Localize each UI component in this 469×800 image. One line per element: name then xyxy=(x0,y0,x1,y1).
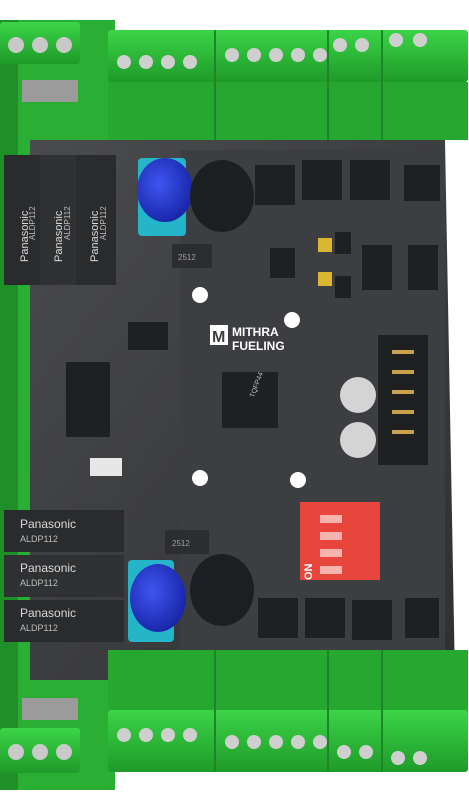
relay-brand-text: Panasonic xyxy=(20,517,76,531)
capacitor xyxy=(340,422,376,458)
relay-model-text: ALDP112 xyxy=(28,206,37,240)
relay-model-text: ALDP112 xyxy=(20,623,58,633)
top-relay-group: Panasonic ALDP112 Panasonic ALDP112 Pana… xyxy=(4,155,116,285)
relay-model-text: ALDP112 xyxy=(63,206,72,240)
logo-name-line1: MITHRA xyxy=(232,325,279,339)
bottom-varistor-assembly: 2512 xyxy=(128,530,254,642)
mithra-fueling-logo: M MITHRA FUELING xyxy=(210,325,285,353)
varistor-disc xyxy=(137,158,193,222)
relay-brand-text: Panasonic xyxy=(20,606,76,620)
relay-brand-text: Panasonic xyxy=(89,210,101,262)
top-varistor-assembly: 2512 xyxy=(137,158,254,268)
bottom-relay-group: Panasonic ALDP112 Panasonic ALDP112 Pana… xyxy=(4,510,124,642)
mounting-hole xyxy=(192,287,208,303)
inductor-label: 2512 xyxy=(178,253,196,262)
pin-header xyxy=(378,335,428,465)
dip-switch: ON xyxy=(300,502,380,580)
relay-model-text: ALDP112 xyxy=(99,206,108,240)
mounting-hole xyxy=(284,312,300,328)
capacitor xyxy=(340,377,376,413)
logo-name-line2: FUELING xyxy=(232,339,285,353)
logo-mark: M xyxy=(212,329,225,346)
inductor-label: 2512 xyxy=(172,539,190,548)
varistor-disc xyxy=(130,564,186,632)
relay-model-text: ALDP112 xyxy=(20,534,58,544)
lower-ic-row xyxy=(258,598,439,640)
upper-ic-row xyxy=(255,160,440,298)
bottom-terminal-block xyxy=(0,650,468,773)
relay-model-text: ALDP112 xyxy=(20,578,58,588)
relay-brand-text: Panasonic xyxy=(19,210,31,262)
mounting-hole xyxy=(192,470,208,486)
dip-switch-on-label: ON xyxy=(303,563,315,580)
relay-brand-text: Panasonic xyxy=(20,561,76,575)
mcu-chip: TQFP44 xyxy=(222,371,278,428)
left-components xyxy=(66,322,168,476)
relay-brand-text: Panasonic xyxy=(53,210,65,262)
mounting-hole xyxy=(290,472,306,488)
top-terminal-block xyxy=(0,22,468,140)
